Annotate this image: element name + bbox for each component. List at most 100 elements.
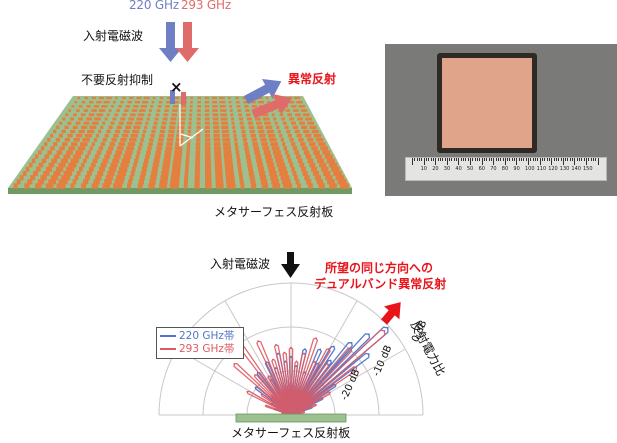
patch xyxy=(267,162,275,168)
patch xyxy=(44,142,48,147)
ruler-tick xyxy=(525,158,527,161)
patch xyxy=(232,125,236,129)
patch xyxy=(145,154,150,159)
patch xyxy=(294,129,300,134)
patch xyxy=(188,117,192,121)
patch xyxy=(243,101,248,104)
patch xyxy=(211,96,217,100)
patch xyxy=(196,133,201,138)
patch xyxy=(320,146,329,151)
patch-array xyxy=(13,96,349,189)
patch xyxy=(339,183,349,189)
patch xyxy=(22,171,27,176)
patch xyxy=(110,162,118,168)
patch xyxy=(45,166,52,172)
patch xyxy=(24,183,30,189)
patch xyxy=(214,154,222,159)
patch xyxy=(197,96,202,100)
patch xyxy=(204,133,211,138)
patch xyxy=(104,154,111,159)
patch xyxy=(256,121,262,125)
patch xyxy=(140,138,144,142)
patch xyxy=(61,129,66,134)
patch xyxy=(245,109,250,112)
patch xyxy=(225,175,235,181)
patch xyxy=(187,133,191,138)
ruler-tick xyxy=(572,158,574,161)
patch xyxy=(300,142,306,147)
patch xyxy=(50,175,59,181)
patch xyxy=(318,183,325,189)
patch xyxy=(25,166,30,172)
patch xyxy=(278,166,287,172)
series-point xyxy=(327,363,329,366)
ruler-tick xyxy=(428,158,430,161)
ruler-tick xyxy=(502,158,504,161)
ruler-tick xyxy=(439,158,441,161)
patch xyxy=(285,150,289,155)
patch xyxy=(273,150,281,155)
ruler-number: 70 xyxy=(490,166,497,172)
patch xyxy=(63,154,71,159)
patch xyxy=(205,175,212,181)
legend-swatch-220 xyxy=(160,335,176,338)
patch xyxy=(155,113,160,117)
patch xyxy=(301,146,308,151)
patch xyxy=(329,183,337,189)
patch xyxy=(162,117,168,121)
patch xyxy=(319,162,327,168)
patch xyxy=(47,138,51,142)
patch xyxy=(214,162,222,168)
patch xyxy=(175,142,183,147)
patch xyxy=(129,138,137,142)
ruler-tick xyxy=(509,158,511,161)
patch xyxy=(167,133,174,138)
patch xyxy=(129,175,134,181)
suppressed-reflection-arrows xyxy=(170,90,186,105)
ruler-number: 150 xyxy=(583,166,593,172)
patch xyxy=(148,142,153,147)
patch xyxy=(259,171,266,176)
patch xyxy=(272,183,281,189)
patch xyxy=(307,121,315,125)
ruler-tick xyxy=(558,158,560,161)
patch xyxy=(73,138,80,142)
ruler-tick xyxy=(465,158,467,161)
patch xyxy=(215,166,223,172)
patch xyxy=(249,175,255,181)
patch xyxy=(121,158,130,164)
patch xyxy=(189,105,193,108)
patch xyxy=(98,146,104,151)
ruler-tick xyxy=(530,158,532,161)
patch xyxy=(124,150,133,155)
patch xyxy=(81,162,85,168)
patch xyxy=(168,129,175,134)
patch xyxy=(145,121,149,125)
patch xyxy=(225,171,234,176)
patch xyxy=(252,142,258,147)
patch xyxy=(100,142,106,147)
patch xyxy=(68,162,77,168)
patch xyxy=(292,171,297,176)
patch xyxy=(112,158,120,164)
ruler-tick xyxy=(514,158,516,161)
ruler-tick xyxy=(456,158,458,161)
patch xyxy=(40,175,47,181)
patch xyxy=(324,154,333,159)
patch xyxy=(16,179,21,185)
patch xyxy=(75,150,84,155)
ruler-tick xyxy=(472,158,474,161)
patch xyxy=(247,117,252,121)
patch xyxy=(133,125,141,129)
patch xyxy=(106,113,110,117)
patch xyxy=(289,101,295,104)
patch xyxy=(53,129,57,134)
patch xyxy=(125,105,131,108)
patch xyxy=(68,109,72,112)
patch xyxy=(87,150,91,155)
series-point xyxy=(284,360,287,363)
patch xyxy=(204,146,211,151)
polar-series xyxy=(233,326,389,416)
patch xyxy=(254,117,261,121)
patch xyxy=(226,183,236,189)
